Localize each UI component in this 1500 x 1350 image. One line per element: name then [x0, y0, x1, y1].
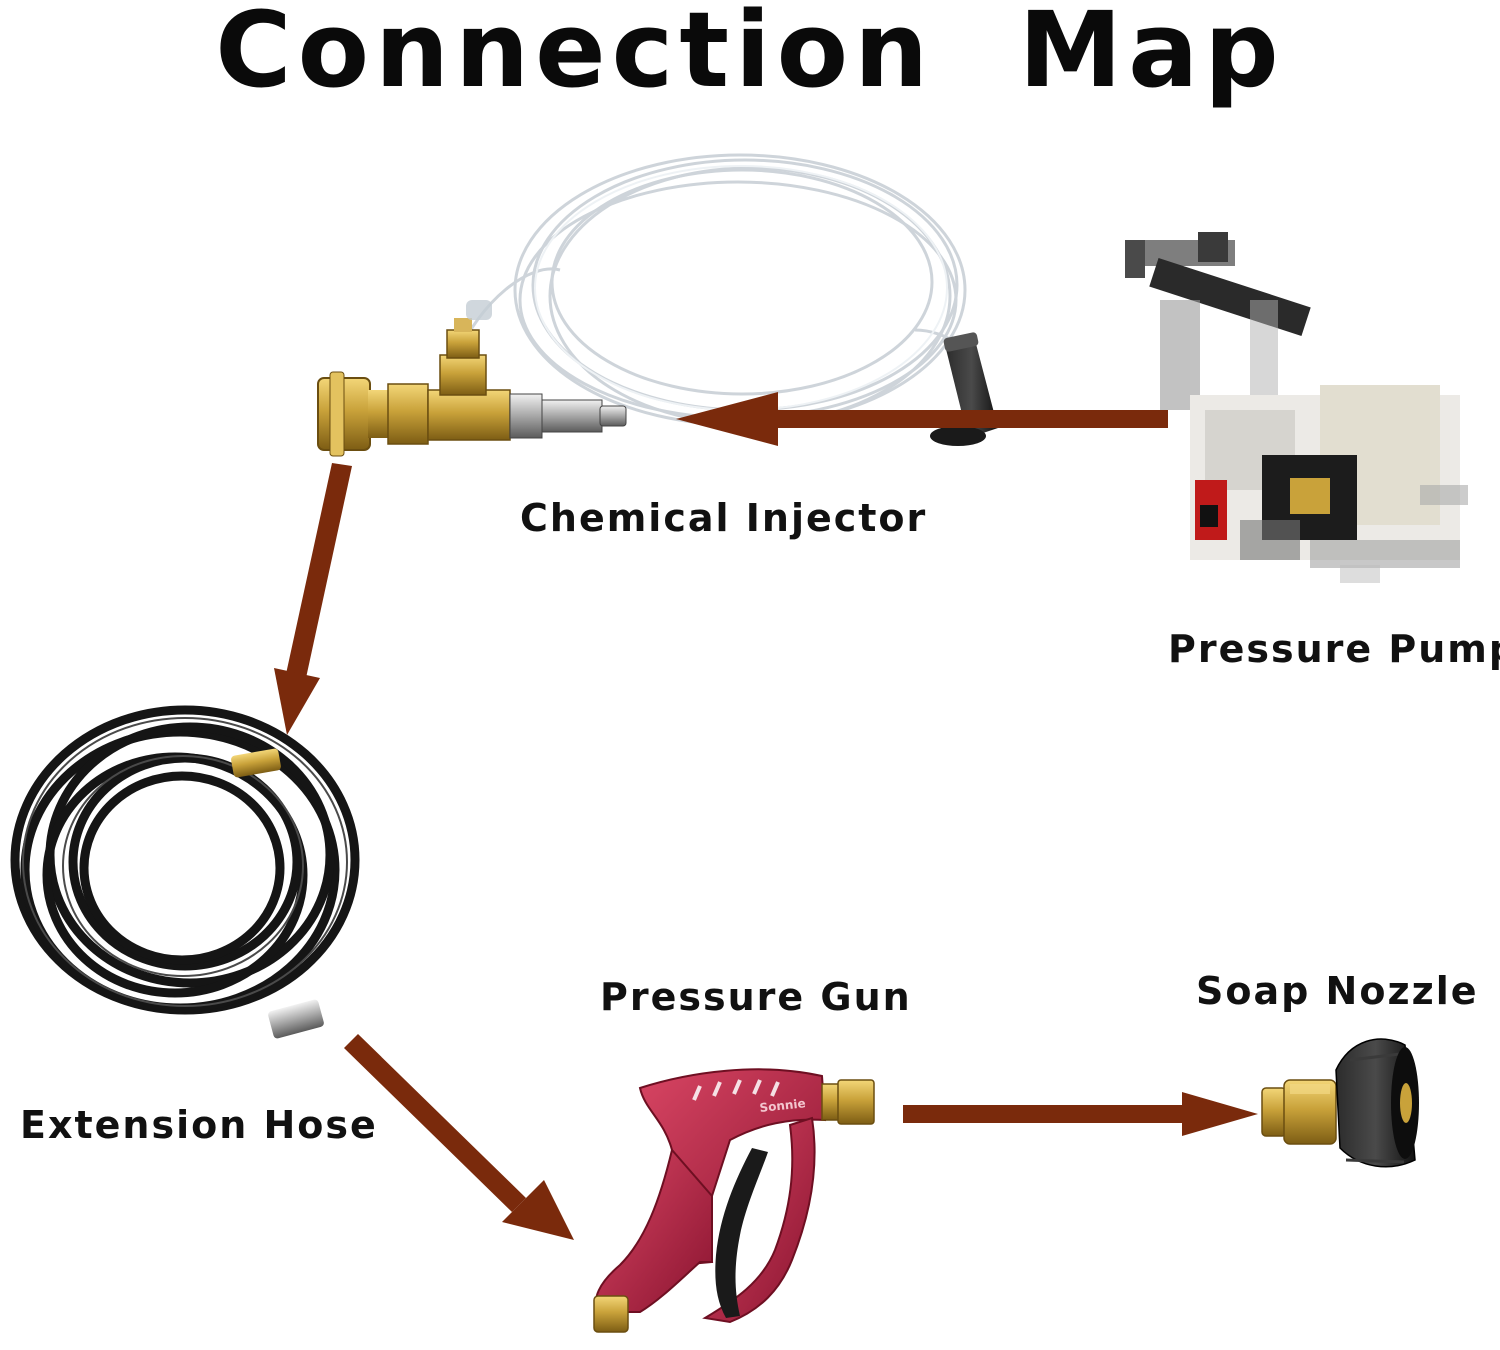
arrow-hose-to-gun	[344, 1034, 574, 1240]
gun-brand-text: Sonnie	[759, 1096, 806, 1115]
label-chemical-injector: Chemical Injector	[520, 496, 928, 540]
injector-body	[317, 300, 627, 457]
pressure-pump	[1125, 232, 1468, 583]
arrow-pump-to-injector	[676, 392, 1168, 446]
extension-hose-coil	[10, 705, 360, 1015]
label-extension-hose: Extension Hose	[20, 1103, 378, 1147]
arrow-gun-to-nozzle	[903, 1092, 1258, 1136]
extension-hose-highlight	[22, 717, 348, 1007]
arrow-injector-to-hose	[274, 463, 352, 735]
siphon-strainer	[930, 332, 998, 446]
hose-fittings	[231, 748, 324, 1039]
label-soap-nozzle: Soap Nozzle	[1196, 969, 1479, 1013]
label-pressure-gun: Pressure Gun	[600, 975, 912, 1019]
siphon-tube-coil	[444, 153, 967, 427]
pressure-gun	[593, 1068, 875, 1333]
flow-arrows	[274, 392, 1258, 1240]
label-pressure-pump: Pressure Pump	[1168, 627, 1500, 671]
soap-nozzle	[1261, 1038, 1419, 1168]
page-title: Connection Map	[215, 0, 1285, 111]
